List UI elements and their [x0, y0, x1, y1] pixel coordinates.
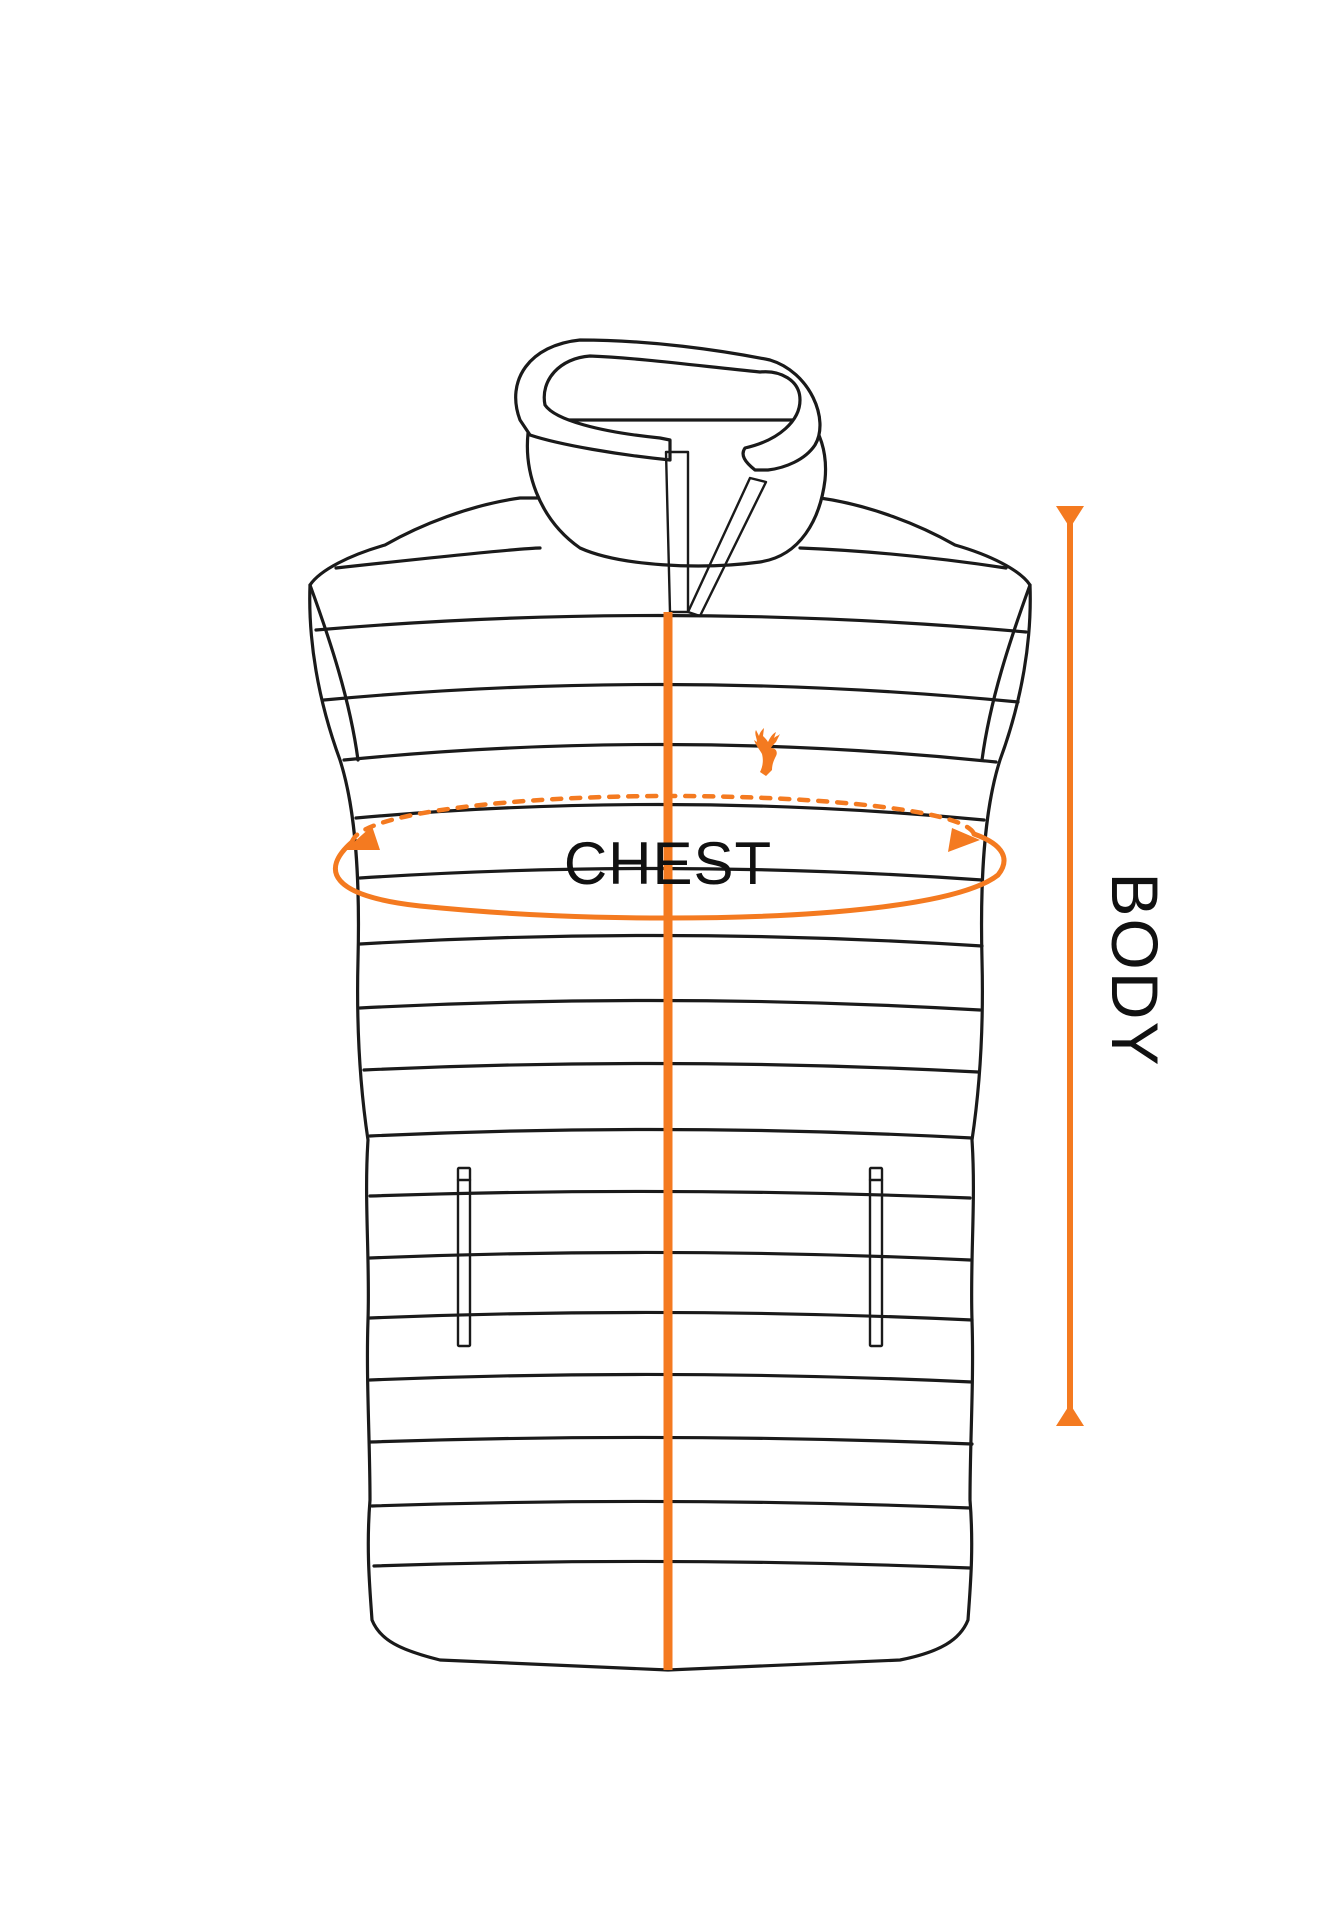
collar-outer: [514, 338, 822, 472]
chest-label: CHEST: [564, 830, 772, 897]
body-arrow-top: [1056, 506, 1084, 528]
left-armhole: [308, 583, 360, 762]
left-pocket-zipper: [456, 1166, 472, 1348]
chest-arrow-right: [948, 828, 980, 852]
body-measurement: BODY: [1056, 506, 1172, 1426]
chest-ellipse-front: [333, 831, 1007, 921]
body-arrow-bottom: [1056, 1404, 1084, 1426]
chest-ellipse-back: [349, 793, 977, 845]
right-armhole: [980, 583, 1032, 762]
chest-measurement: CHEST: [333, 793, 1007, 921]
chest-arrow-left: [345, 826, 380, 850]
right-pocket-zipper: [868, 1166, 884, 1348]
body-label: BODY: [1098, 872, 1172, 1067]
deer-head-icon: [754, 728, 780, 776]
zipper-flap: [686, 476, 768, 618]
pocket-zippers: [456, 1166, 884, 1348]
collar: [514, 338, 828, 618]
